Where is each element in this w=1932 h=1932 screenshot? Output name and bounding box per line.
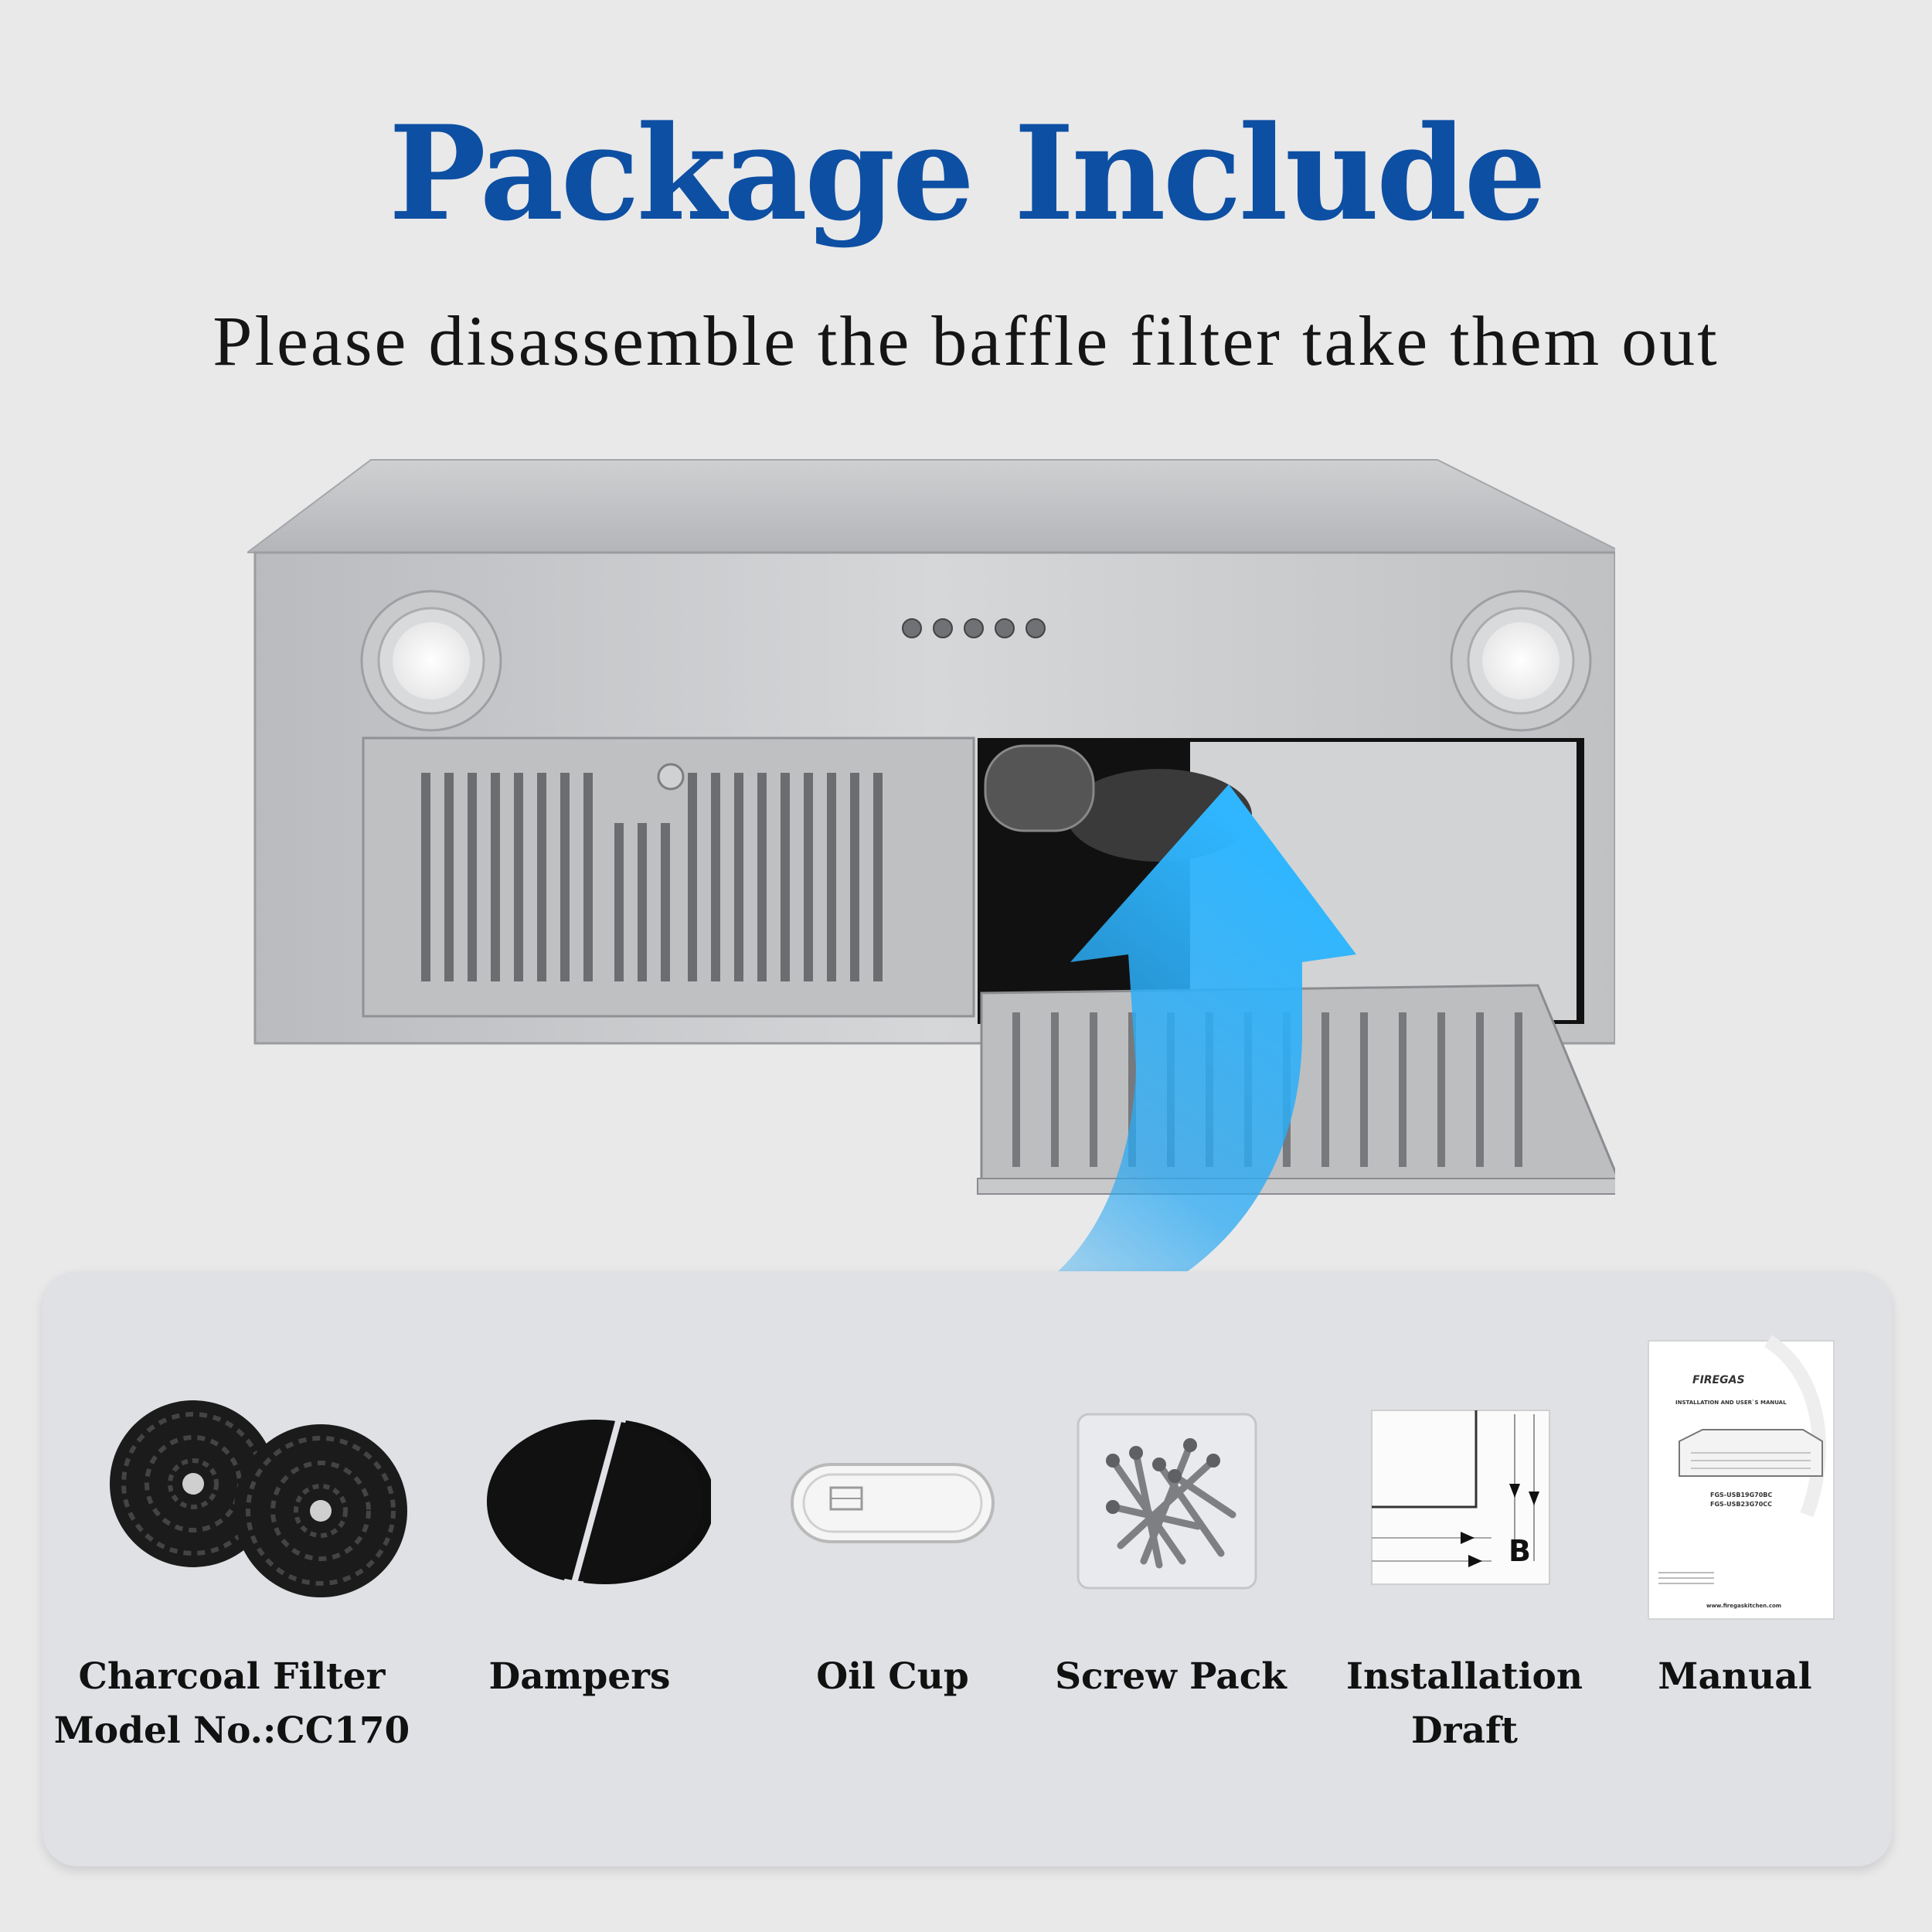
range-hood-icon [245, 459, 1625, 1334]
damper-icon [487, 1414, 711, 1587]
screw-pack-icon [1077, 1413, 1257, 1590]
manual-model-1: FGS-USB19G70BC [1710, 1492, 1772, 1498]
draft-letter: B [1509, 1534, 1531, 1568]
manual-heading: INSTALLATION AND USER`S MANUAL [1675, 1400, 1787, 1406]
range-hood-image [245, 452, 1625, 1349]
manual-label: Manual [1658, 1655, 1812, 1698]
arrow-up-icon [927, 784, 1356, 1334]
damper-label: Dampers [488, 1655, 671, 1698]
installation-draft-icon: B [1371, 1410, 1550, 1585]
manual-model-2: FGS-USB23G70CC [1710, 1501, 1772, 1508]
page-subtitle: Please disassemble the baffle filter tak… [213, 301, 1719, 380]
oil-cup-label: Oil Cup [816, 1655, 969, 1698]
installation-draft-label: Installation Draft [1345, 1655, 1583, 1752]
manual-site: www.firegaskitchen.com [1706, 1603, 1781, 1609]
control-buttons [902, 618, 1046, 638]
manual-icon: FIREGAS INSTALLATION AND USER`S MANUAL F… [1648, 1335, 1835, 1620]
oil-cup-icon [791, 1463, 995, 1543]
charcoal-filter-label: Charcoal Filter Model No.:CC170 [53, 1655, 410, 1752]
charcoal-filter-icon [110, 1400, 407, 1597]
page-title: Package Include [388, 97, 1546, 250]
manual-brand: FIREGAS [1692, 1374, 1745, 1386]
screw-pack-label: Screw Pack [1055, 1655, 1287, 1698]
